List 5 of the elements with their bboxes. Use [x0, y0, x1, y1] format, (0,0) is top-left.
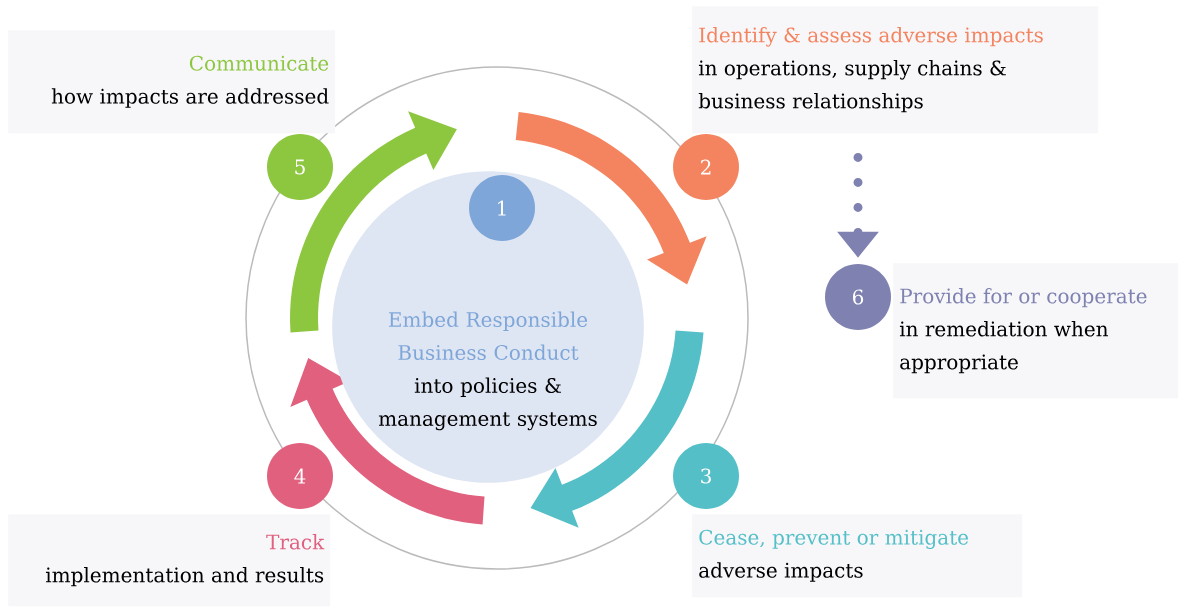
step-text-box: Communicate how impacts are addressed	[8, 30, 336, 134]
step-text-box: Track implementation and results	[8, 514, 331, 607]
step-text-box: Identify & assess adverse impacts in operations, supply chains & business relationships	[692, 6, 1099, 134]
step-text-box: Provide for or cooperate in remediation when appropriate	[893, 263, 1179, 399]
step-text-box: Cease, prevent or mitigate adverse impacts	[692, 514, 1023, 598]
